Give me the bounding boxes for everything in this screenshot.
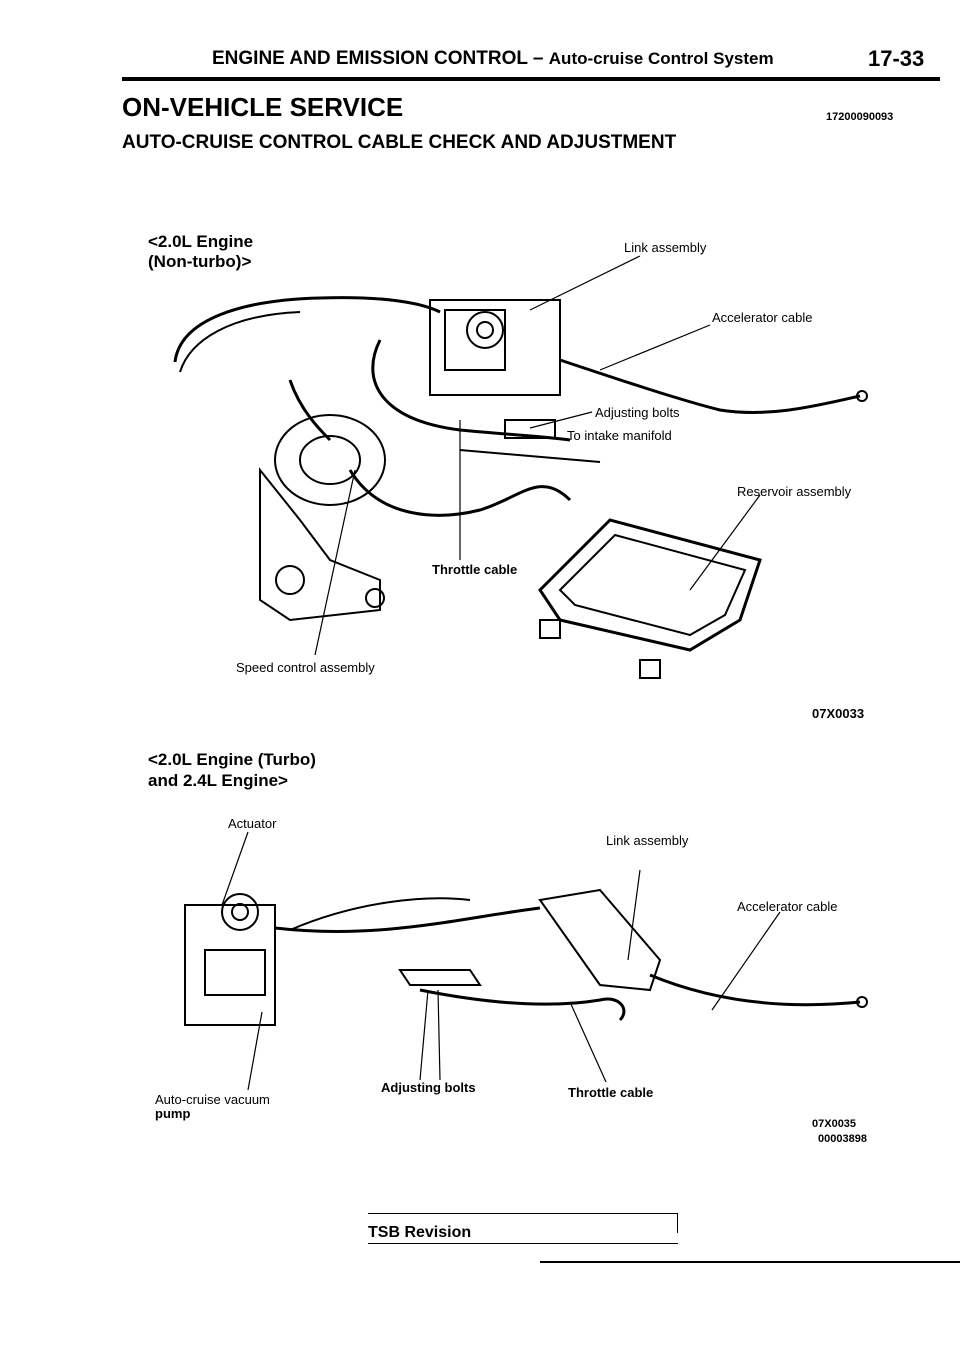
- label-speed-control-assembly: Speed control assembly: [236, 660, 375, 675]
- figure2-caption-line1: <2.0L Engine (Turbo): [148, 750, 316, 769]
- label-throttle-cable-2: Throttle cable: [568, 1085, 654, 1100]
- figure1-cable-top: [173, 296, 441, 363]
- figure2-actuator: [221, 893, 259, 931]
- label-link-assembly-2: Link assembly: [606, 833, 689, 848]
- label-reservoir-assembly: Reservoir assembly: [737, 484, 852, 499]
- page-title: ON-VEHICLE SERVICE: [122, 92, 404, 122]
- figure1-caption-line1: <2.0L Engine: [148, 232, 254, 251]
- label-link-assembly: Link assembly: [624, 240, 707, 255]
- doc-code: 17200090093: [826, 111, 894, 123]
- figure2-link-assembly: [538, 888, 662, 992]
- figure2-code1: 07X0035: [812, 1118, 857, 1130]
- figure2-accelerator-cable: [649, 973, 861, 1007]
- figure1-link-assembly: [429, 299, 561, 396]
- label-vacuum-pump-line2: pump: [155, 1106, 191, 1121]
- label-accelerator-cable-2: Accelerator cable: [737, 899, 838, 914]
- section-subtitle: AUTO-CRUISE CONTROL CABLE CHECK AND ADJU…: [122, 132, 677, 153]
- header-subsection: Auto-cruise Control System: [548, 49, 774, 68]
- label-actuator: Actuator: [228, 816, 277, 831]
- header-section-title: ENGINE AND EMISSION CONTROL – Auto-cruis…: [212, 48, 774, 70]
- header-dash: –: [532, 48, 544, 69]
- figure2-code2: 00003898: [818, 1133, 867, 1145]
- label-throttle-cable: Throttle cable: [432, 562, 518, 577]
- figure2-vacuum-pump: [184, 904, 276, 1026]
- footer-rule-top: [368, 1213, 678, 1214]
- figure2-caption-line2: and 2.4L Engine>: [148, 771, 288, 790]
- footer-rule-right: [540, 1261, 960, 1263]
- figure2-throttle-cable: [419, 988, 626, 1022]
- header-rule: [122, 77, 940, 81]
- label-adjusting-bolts: Adjusting bolts: [595, 405, 680, 420]
- label-to-intake-manifold: To intake manifold: [567, 428, 672, 443]
- header-section: ENGINE AND EMISSION CONTROL: [212, 48, 528, 69]
- figure1-accelerator-cable: [559, 358, 861, 414]
- label-accelerator-cable: Accelerator cable: [712, 310, 813, 325]
- figure1-caption-line2: (Non-turbo)>: [148, 252, 252, 271]
- label-adjusting-bolts-2: Adjusting bolts: [381, 1080, 476, 1095]
- figure1-throttle-cable: [371, 339, 571, 442]
- figure1-code: 07X0033: [812, 706, 865, 721]
- figure1-speed-control-assembly: [274, 414, 386, 506]
- footer-revision: TSB Revision: [368, 1224, 472, 1241]
- footer-rule-bottom: [368, 1243, 678, 1244]
- page-number: 17-33: [868, 46, 925, 71]
- footer-rule-side: [677, 1213, 678, 1233]
- label-vacuum-pump-line1: Auto-cruise vacuum: [155, 1092, 270, 1107]
